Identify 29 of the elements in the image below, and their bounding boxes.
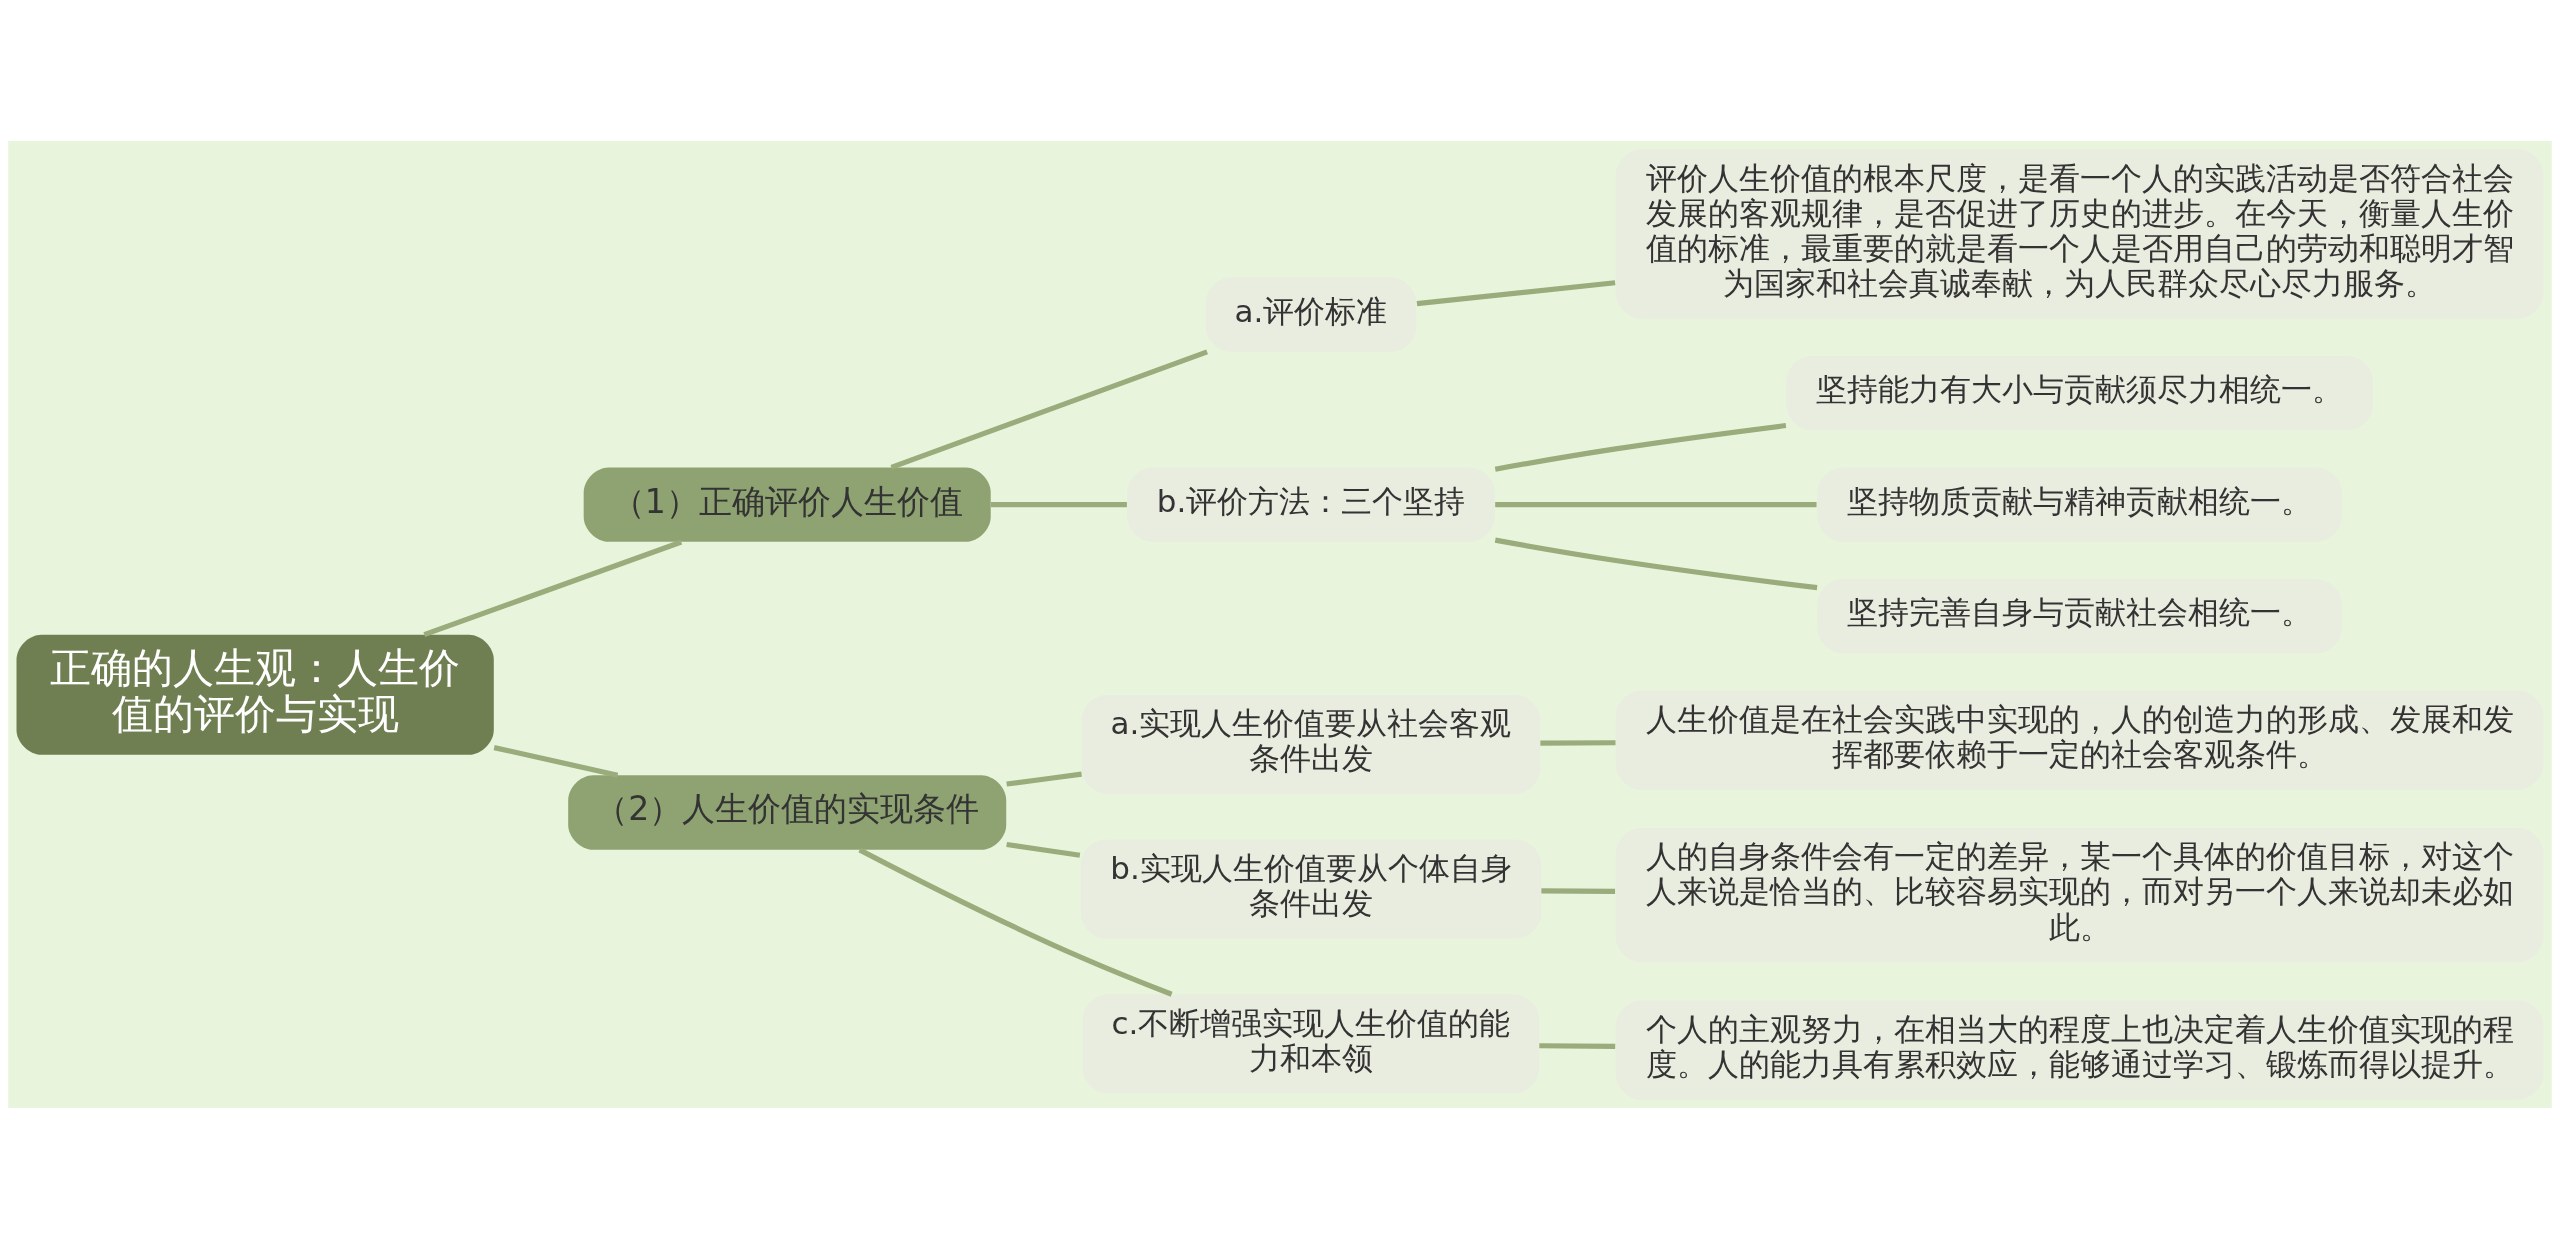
connector: [990, 502, 1127, 508]
connector: [1006, 841, 1081, 858]
node-box: a.实现人生价值要从社会客观条件出发: [1081, 694, 1541, 794]
connector: [1006, 771, 1082, 787]
node-box: b.评价方法：三个坚持: [1127, 467, 1495, 542]
connector: [423, 539, 683, 638]
connector: [1494, 422, 1787, 472]
node-box: （1）正确评价人生价值: [583, 467, 991, 542]
connector: [493, 745, 619, 778]
connector: [1540, 740, 1616, 746]
node-box: （2）人生价值的实现条件: [568, 775, 1007, 850]
node-box: 人生价值是在社会实践中实现的，人的创造力的形成、发展和发挥都要依赖于一定的社会客观条件。: [1615, 690, 2544, 790]
connector: [1494, 537, 1818, 591]
node-box: 坚持能力有大小与贡献须尽力相统一。: [1786, 355, 2374, 431]
connector: [1539, 1043, 1616, 1049]
node-box: c.不断增强实现人生价值的能力和本领: [1082, 994, 1540, 1094]
connector: [1495, 502, 1817, 508]
node-box: a.评价标准: [1205, 277, 1417, 352]
connector: [858, 847, 1173, 997]
connector: [1416, 280, 1616, 307]
node-box: b.实现人生价值要从个体自身条件出发: [1080, 839, 1542, 939]
connector: [890, 349, 1208, 470]
node-box: 人的自身条件会有一定的差异，某一个具体的价值目标，对这个人来说是恰当的、比较容易实现的，而对另一个人来说却未必如此。: [1615, 828, 2544, 963]
node-box: 正确的人生观：人生价值的评价与实现: [16, 634, 494, 755]
node-box: 坚持完善自身与贡献社会相统一。: [1817, 579, 2343, 654]
node-box: 坚持物质贡献与精神贡献相统一。: [1817, 467, 2343, 542]
connector: [1541, 888, 1616, 895]
node-box: 个人的主观努力，在相当大的程度上也决定着人生价值实现的程度。人的能力具有累积效应，能够通过学习、锻炼而得以提升。: [1615, 1000, 2544, 1100]
node-box: 评价人生价值的根本尺度，是看一个人的实践活动是否符合社会发展的客观规律，是否促进了历史的进步。在今天，衡量人生价值的标准，最重要的就是看一个人是否用自己的劳动和聪明才智为国家和社会真诚奉献，为人民群众尽心尽力服务。: [1615, 149, 2544, 319]
